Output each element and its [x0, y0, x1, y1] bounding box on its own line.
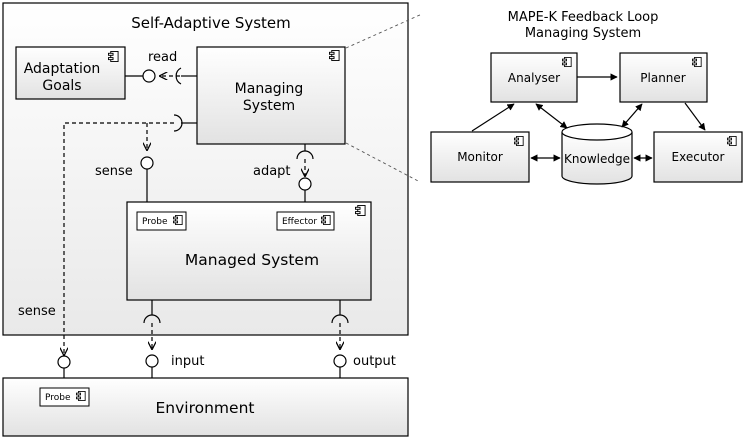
arrow-monitor-analyser	[471, 103, 515, 132]
managing-system-label: Managing	[235, 81, 304, 97]
provided-interface-effector	[298, 177, 312, 191]
knowledge-database: Knowledge	[561, 123, 633, 185]
provided-interface-probe	[140, 156, 154, 170]
mape-k-loop: MAPE-K Feedback Loop Managing System Ana…	[430, 10, 743, 185]
mape-k-title: MAPE-K Feedback Loop	[508, 10, 659, 25]
input-label: input	[171, 354, 204, 369]
environment: Probe Environment	[2, 377, 409, 437]
required-socket-sense	[173, 114, 183, 132]
planner-box: Planner	[619, 52, 708, 103]
provided-interface-input	[145, 354, 159, 368]
adaptation-goals-box: Adaptation Goals	[15, 46, 126, 100]
executor-box: Executor	[653, 131, 743, 183]
environment-interfaces: input output	[57, 354, 396, 388]
required-socket-adapt	[296, 150, 314, 160]
adapt-connector: adapt	[253, 144, 314, 212]
analyser-box: Analyser	[490, 52, 578, 103]
probe-label: Probe	[142, 217, 168, 227]
knowledge-label: Knowledge	[564, 152, 630, 166]
provided-interface-output	[333, 354, 347, 368]
sense-label: sense	[95, 164, 133, 179]
zoom-connectors	[345, 13, 423, 183]
provided-interface-env-probe	[57, 355, 71, 369]
sense-connector-inner: sense	[64, 114, 197, 355]
output-connector	[331, 300, 349, 349]
managing-system-box: Managing System	[196, 46, 346, 145]
provided-interface-read	[142, 69, 156, 83]
adapt-label: adapt	[253, 164, 291, 179]
arrow-planner-executor	[684, 102, 706, 131]
environment-label: Environment	[156, 399, 255, 417]
sense-outer-label: sense	[18, 304, 56, 319]
probe-subcomponent: Probe	[136, 211, 187, 231]
executor-label: Executor	[672, 150, 725, 164]
mape-k-arrows	[471, 73, 706, 162]
output-label: output	[353, 354, 396, 369]
environment-probe-subcomponent: Probe	[39, 387, 90, 407]
managed-system-box: Probe Effector Managed System	[126, 201, 372, 301]
read-connector: read	[125, 50, 197, 85]
arrow-analyser-knowledge	[535, 103, 568, 129]
self-adaptive-system: Self-Adaptive System Adaptation Goals re…	[2, 2, 409, 355]
managing-system-label: System	[243, 98, 295, 114]
planner-label: Planner	[640, 71, 686, 85]
read-label: read	[148, 50, 177, 65]
adaptation-goals-label: Goals	[42, 78, 81, 94]
required-socket-input	[143, 314, 161, 324]
adaptation-goals-label: Adaptation	[24, 61, 101, 77]
environment-probe-label: Probe	[45, 393, 71, 403]
effector-subcomponent: Effector	[276, 211, 335, 231]
analyser-label: Analyser	[508, 71, 560, 85]
monitor-label: Monitor	[457, 150, 503, 164]
mape-k-subtitle: Managing System	[525, 26, 641, 41]
monitor-box: Monitor	[430, 131, 530, 183]
arrow-planner-knowledge	[621, 103, 643, 128]
effector-label: Effector	[282, 217, 317, 227]
managed-system-label: Managed System	[185, 251, 319, 269]
input-connector	[143, 300, 161, 349]
self-adaptive-system-title: Self-Adaptive System	[131, 14, 291, 32]
required-socket-output	[331, 314, 349, 324]
